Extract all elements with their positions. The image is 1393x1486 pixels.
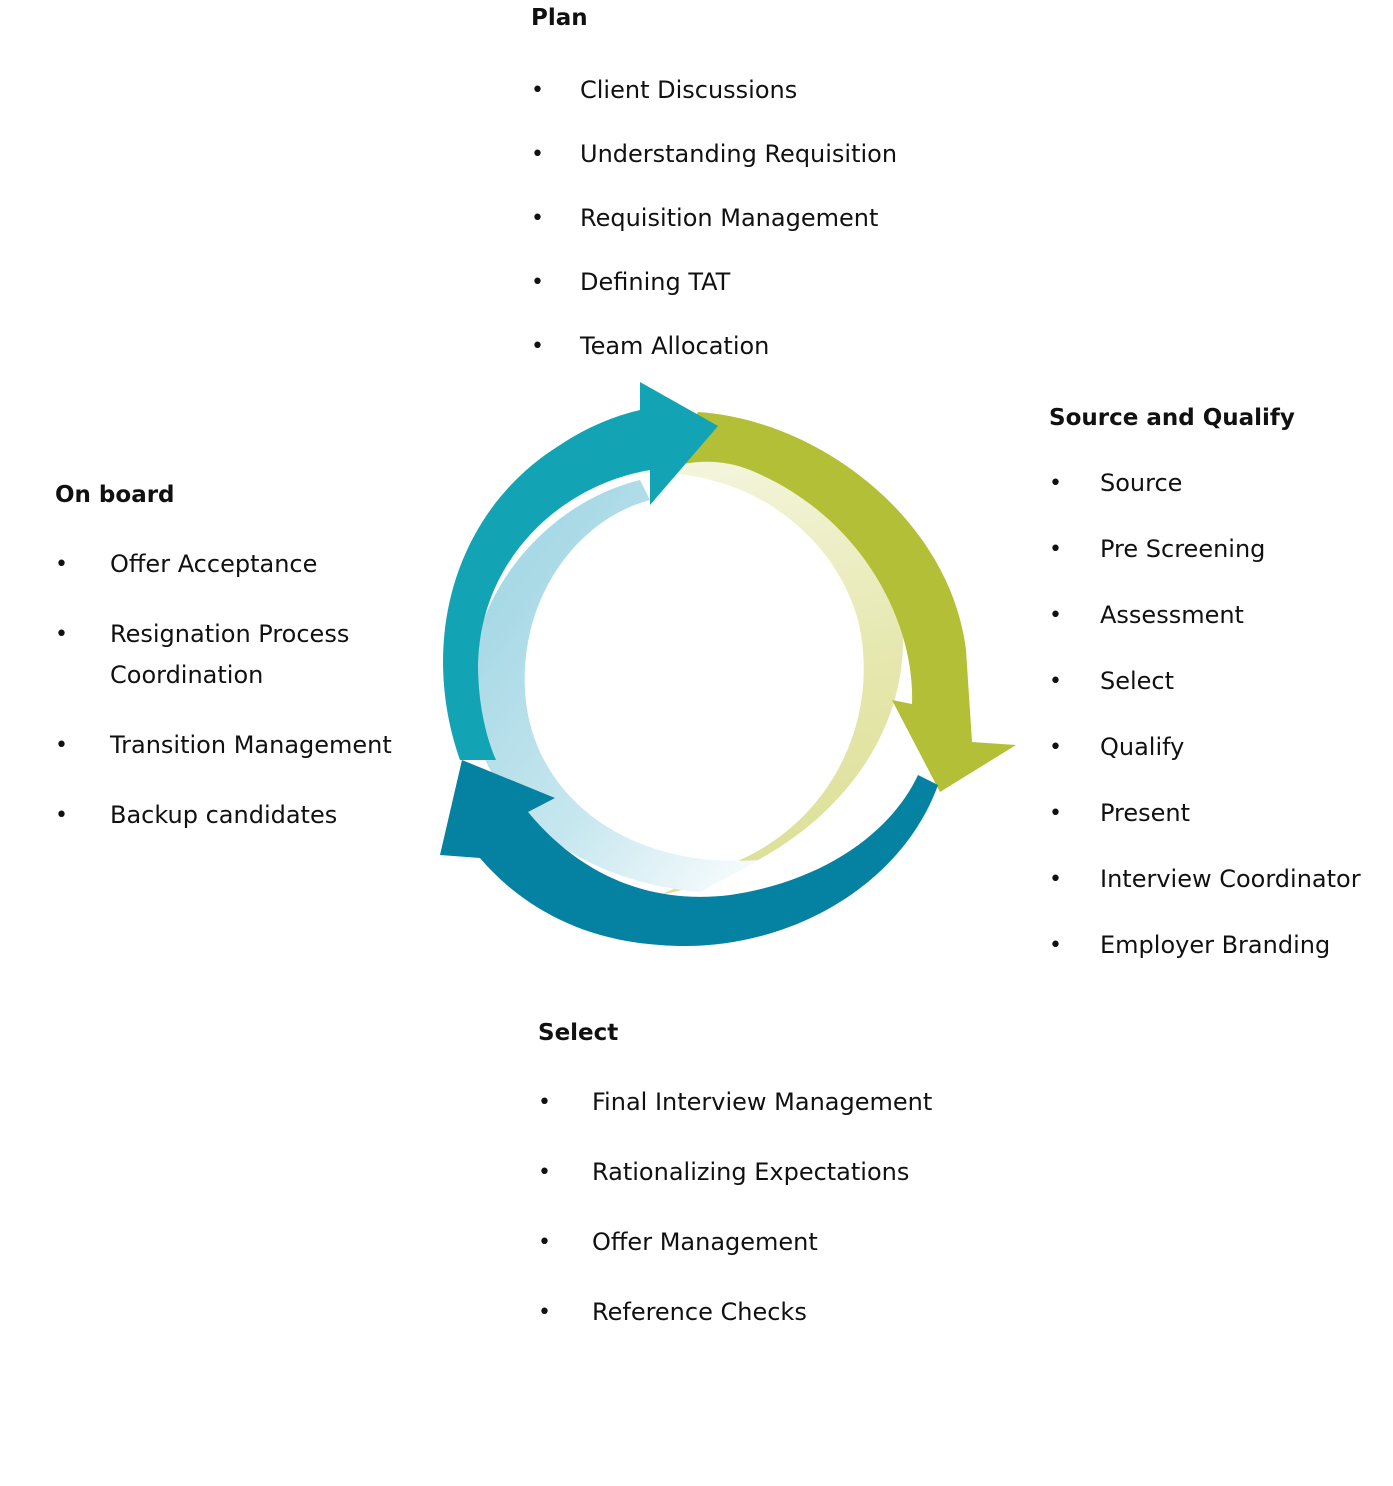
plan-list: •Client Discussions •Understanding Requi… [531,70,1051,367]
list-item: •Requisition Management [531,198,1051,239]
bullet-icon: • [55,732,68,758]
list-item: •Team Allocation [531,326,1051,367]
on-board-list: •Offer Acceptance •Resignation Process C… [55,544,395,836]
on-board-section: On board •Offer Acceptance •Resignation … [55,482,395,865]
bullet-icon: • [1049,866,1062,892]
list-item: •Resignation Process Coordination [55,614,395,696]
select-list: •Final Interview Management •Rationalizi… [538,1082,1058,1333]
bullet-icon: • [531,141,544,167]
bullet-icon: • [55,551,68,577]
inner-blue-band [470,480,760,892]
list-item: •Rationalizing Expectations [538,1152,1058,1193]
bullet-icon: • [55,621,68,647]
bullet-icon: • [1049,932,1062,958]
list-item: •Qualify [1049,727,1389,768]
list-item: •Interview Coordinator [1049,859,1389,900]
bullet-icon: • [1049,602,1062,628]
list-item: •Offer Management [538,1222,1058,1263]
list-item: •Backup candidates [55,795,395,836]
bullet-icon: • [538,1159,551,1185]
cycle-diagram [440,382,1016,947]
bullet-icon: • [531,333,544,359]
select-heading: Select [538,1020,619,1046]
list-item: •Assessment [1049,595,1389,636]
bullet-icon: • [1049,536,1062,562]
list-item: •Client Discussions [531,70,1051,111]
dark-teal-arrow [440,760,938,947]
bullet-icon: • [538,1089,551,1115]
list-item: •Present [1049,793,1389,834]
list-item: •Source [1049,463,1389,504]
list-item: •Understanding Requisition [531,134,1051,175]
list-item: •Select [1049,661,1389,702]
bullet-icon: • [538,1229,551,1255]
bullet-icon: • [1049,800,1062,826]
bullet-icon: • [531,77,544,103]
source-and-qualify-section: Source and Qualify •Source •Pre Screenin… [1049,405,1389,991]
on-board-heading: On board [55,482,175,508]
list-item: •Reference Checks [538,1292,1058,1333]
list-item: •Transition Management [55,725,395,766]
plan-section: Plan •Client Discussions •Understanding … [531,5,1051,390]
list-item: •Defining TAT [531,262,1051,303]
list-item: •Employer Branding [1049,925,1389,966]
select-section: Select •Final Interview Management •Rati… [538,1020,1058,1362]
list-item: •Pre Screening [1049,529,1389,570]
plan-heading: Plan [531,5,588,31]
bullet-icon: • [1049,668,1062,694]
source-and-qualify-list: •Source •Pre Screening •Assessment •Sele… [1049,463,1389,966]
source-and-qualify-heading: Source and Qualify [1049,405,1295,431]
bullet-icon: • [538,1299,551,1325]
bullet-icon: • [1049,470,1062,496]
list-item: •Final Interview Management [538,1082,1058,1123]
list-item: •Offer Acceptance [55,544,395,585]
bullet-icon: • [55,802,68,828]
green-arrow [660,412,1016,792]
bullet-icon: • [531,205,544,231]
bullet-icon: • [1049,734,1062,760]
bullet-icon: • [531,269,544,295]
teal-arrow [443,382,718,760]
